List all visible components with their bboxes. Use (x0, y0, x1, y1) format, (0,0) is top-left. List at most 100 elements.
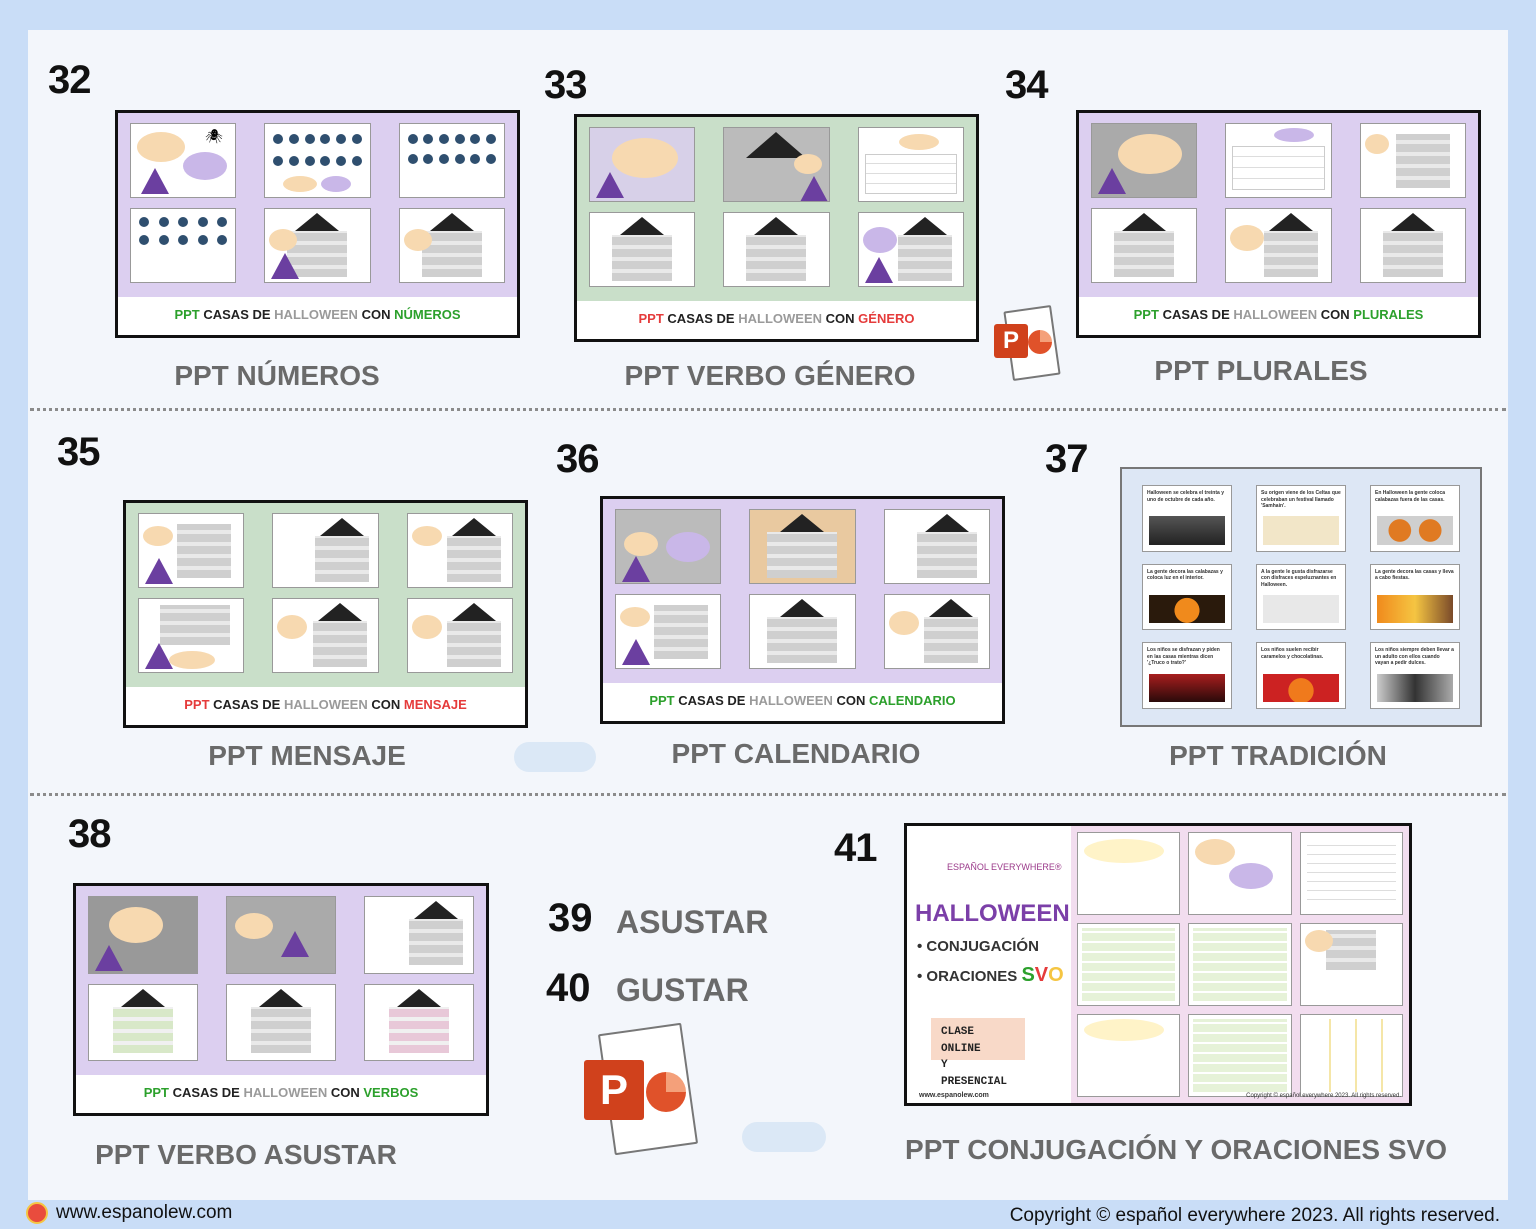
caption-plurales: PPT PLURALES (1154, 355, 1368, 386)
ppt-banner: PPT CASAS DE HALLOWEEN CON NÚMEROS (118, 297, 517, 335)
ppt-card-tradicion[interactable]: Halloween se celebra el treinta y uno de… (1120, 467, 1482, 727)
slide-thumb: La gente decora las casas y lleva a cabo… (1370, 563, 1460, 631)
slide-thumb (1188, 832, 1292, 915)
slide-thumb (749, 594, 856, 669)
slide-thumb (883, 509, 990, 584)
slide-thumb (138, 513, 245, 588)
divider-row-1 (30, 408, 1506, 411)
slide-thumb (88, 983, 198, 1061)
footer-website[interactable]: www.espanolew.com (26, 1202, 232, 1224)
svo-title: HALLOWEEN (915, 900, 1070, 927)
caption-tradicion: PPT TRADICIÓN (1169, 740, 1387, 771)
slide-thumb (406, 513, 513, 588)
slide-thumb (857, 127, 964, 202)
slide-thumb (1077, 832, 1181, 915)
slide-thumb (406, 598, 513, 673)
slide-thumb (723, 127, 830, 202)
slide-thumb (138, 598, 245, 673)
item-number-37: 37 (1045, 437, 1088, 481)
slide-thumb (589, 127, 696, 202)
ppt-card-calendario[interactable]: PPT CASAS DE HALLOWEEN CON CALENDARIO (600, 496, 1005, 724)
ppt-banner: PPT CASAS DE HALLOWEEN CON VERBOS (76, 1075, 486, 1113)
item-number-35: 35 (57, 430, 100, 474)
slide-thumb (1091, 208, 1198, 283)
slide-thumb (88, 896, 198, 974)
spider-icon: 🕷 (205, 128, 223, 144)
slide-thumb (1299, 1014, 1403, 1097)
divider-row-2 (30, 793, 1506, 796)
ppt-card-svo[interactable]: ESPAÑOL EVERYWHERE® HALLOWEEN • CONJUGAC… (904, 823, 1412, 1106)
slide-thumb: En Halloween la gente coloca calabazas f… (1370, 485, 1460, 552)
slide-thumb (883, 594, 990, 669)
item-number-38: 38 (68, 812, 111, 856)
slide-thumb (226, 896, 336, 974)
powerpoint-icon: P (584, 1022, 708, 1158)
item-number-39: 39 (548, 896, 593, 940)
slide-thumb (364, 983, 474, 1061)
slide-thumb (749, 509, 856, 584)
cloud-icon (514, 742, 596, 772)
svo-copyright: Copyright © español everywhere 2023. All… (1246, 1093, 1401, 1099)
slide-thumb (1188, 1014, 1292, 1097)
svo-item-1: • CONJUGACIÓN (917, 938, 1039, 955)
caption-numeros: PPT NÚMEROS (174, 360, 380, 391)
slide-thumb (398, 123, 505, 198)
footer-copyright: Copyright © español everywhere 2023. All… (1009, 1205, 1500, 1226)
slide-thumb (364, 896, 474, 974)
ppt-card-plurales[interactable]: PPT CASAS DE HALLOWEEN CON PLURALES (1076, 110, 1481, 338)
slide-thumb (264, 123, 371, 198)
slide-thumb: Los niños suelen recibir caramelos y cho… (1256, 642, 1346, 709)
slide-thumb (226, 983, 336, 1061)
caption-verbo-asustar: PPT VERBO ASUSTAR (95, 1139, 397, 1170)
slide-thumb (1077, 923, 1181, 1006)
cloud-icon (742, 1122, 826, 1152)
brand-logo: ESPAÑOL EVERYWHERE® (947, 862, 1062, 872)
svo-site: www.espanolew.com (919, 1092, 989, 1099)
svo-item-2: • ORACIONES SVO (917, 964, 1064, 986)
slide-thumb (272, 598, 379, 673)
slide-thumb: La gente decora las calabazas y coloca l… (1142, 563, 1232, 631)
slide-thumb: A la gente le gusta disfrazarse con disf… (1256, 563, 1346, 631)
ppt-banner: PPT CASAS DE HALLOWEEN CON PLURALES (1079, 297, 1478, 335)
slide-thumb (1299, 923, 1403, 1006)
caption-mensaje: PPT MENSAJE (208, 740, 406, 771)
brand-logo-icon (26, 1202, 48, 1224)
slide-thumb (615, 594, 722, 669)
slide-thumb (857, 212, 964, 287)
item-number-33: 33 (544, 63, 587, 107)
slide-thumb (615, 509, 722, 584)
slide-thumb: Los niños se disfrazan y piden en las ca… (1142, 642, 1232, 709)
slide-thumb: Halloween se celebra el treinta y uno de… (1142, 485, 1232, 552)
powerpoint-icon: P (994, 304, 1064, 384)
slide-thumb (130, 208, 237, 283)
item-number-40: 40 (546, 966, 591, 1010)
slide-thumb (398, 208, 505, 283)
slide-thumb (1225, 208, 1332, 283)
slide-thumb (1091, 123, 1198, 198)
slide-thumb: Su origen viene de los Celtas que celebr… (1256, 485, 1346, 552)
slide-thumb (272, 513, 379, 588)
slide-thumb (1225, 123, 1332, 198)
slide-thumb (1077, 1014, 1181, 1097)
item-number-41: 41 (834, 826, 877, 870)
ppt-card-genero[interactable]: PPT CASAS DE HALLOWEEN CON GÉNERO (574, 114, 979, 342)
slide-thumb (264, 208, 371, 283)
caption-calendario: PPT CALENDARIO (671, 738, 921, 769)
slide-thumb: 🕷 (130, 123, 237, 198)
slide-thumb: Los niños siempre deben llevar a un adul… (1370, 642, 1460, 709)
label-gustar: GUSTAR (616, 972, 749, 1008)
witch-hat-icon (141, 168, 169, 194)
slide-thumb (1359, 123, 1466, 198)
ppt-banner: PPT CASAS DE HALLOWEEN CON MENSAJE (126, 687, 525, 725)
slide-thumb (1299, 832, 1403, 915)
ppt-banner: PPT CASAS DE HALLOWEEN CON CALENDARIO (603, 683, 1002, 721)
slide-thumb (723, 212, 830, 287)
slide-thumb (1359, 208, 1466, 283)
haunted-house-icon (295, 213, 340, 231)
ppt-card-verbos[interactable]: PPT CASAS DE HALLOWEEN CON VERBOS (73, 883, 489, 1116)
label-asustar: ASUSTAR (616, 904, 769, 940)
ppt-card-mensaje[interactable]: PPT CASAS DE HALLOWEEN CON MENSAJE (123, 500, 528, 728)
item-number-32: 32 (48, 58, 91, 102)
ppt-card-numeros[interactable]: 🕷 PPT CASAS DE HALLOW (115, 110, 520, 338)
